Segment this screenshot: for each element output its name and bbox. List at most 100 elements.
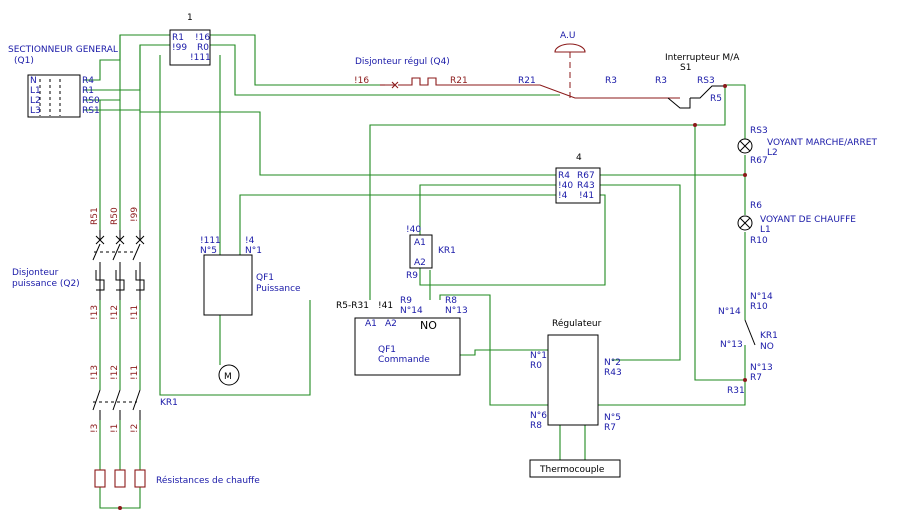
terminal-1-box [169, 29, 211, 66]
wire-n13c: N°13 [445, 306, 468, 316]
label-qf1-commande-2: Commande [378, 355, 430, 365]
terminal-4-box [555, 167, 601, 204]
label-kr1-no-2: NO [760, 342, 774, 352]
t4-l1: R4 [558, 171, 570, 181]
wire-12b: !12 [110, 365, 120, 380]
node-r5 [693, 123, 697, 127]
wire-r9a: R9 [406, 271, 418, 281]
interrupteur-icon [667, 85, 725, 109]
wire-r9b: R9 [400, 296, 412, 306]
wire-4: !4 [245, 236, 255, 246]
motor-icon [218, 364, 240, 386]
wire-r7: R7 [750, 373, 762, 383]
t1-l2: !99 [172, 43, 187, 53]
reg-n2: N°2 [604, 358, 621, 368]
label-qf1-puissance-2: Puissance [256, 284, 301, 294]
label-kr1-coil: KR1 [438, 246, 456, 256]
label-disj-puissance-2: puissance (Q2) [12, 279, 80, 289]
wire-r5-r31: R5-R31 [336, 301, 369, 311]
au-button-icon [554, 43, 586, 53]
label-out-r4: R4 [82, 76, 94, 86]
wire-13a: !13 [90, 305, 100, 320]
wire-r5: R5 [710, 94, 722, 104]
label-in-n: N [30, 76, 37, 86]
wire-13b: !13 [90, 365, 100, 380]
wire-n14a: N°14 [750, 292, 773, 302]
label-cmd-no: NO [420, 319, 437, 332]
reg-r43: R43 [604, 368, 622, 378]
wire-r67: R67 [750, 156, 768, 166]
resistance-3-icon [134, 469, 146, 488]
label-interrupteur-ref: S1 [680, 63, 691, 73]
t1-r2: R0 [197, 43, 209, 53]
label-out-r1: R1 [82, 86, 94, 96]
reg-r8: R8 [530, 421, 542, 431]
wire-1: !1 [110, 424, 120, 433]
wire-rs3b: RS3 [750, 126, 768, 136]
wiring [83, 34, 746, 509]
wire-2: !2 [130, 424, 140, 433]
wire-r3a: R3 [605, 76, 617, 86]
wire-n5: N°5 [200, 246, 217, 256]
t4-r2: R43 [577, 181, 595, 191]
wire-r51: R51 [90, 207, 100, 225]
label-resistances: Résistances de chauffe [156, 475, 260, 486]
t1-r1: !16 [195, 33, 210, 43]
kr1-no-contact-icon [744, 319, 756, 346]
wire-rs3a: RS3 [697, 76, 715, 86]
qf1-commande-box [354, 317, 461, 376]
wire-n13b: N°13 [750, 363, 773, 373]
label-regulateur: Régulateur [552, 318, 602, 329]
reg-n6: N°6 [530, 411, 547, 421]
label-in-l3: L3 [30, 106, 41, 116]
label-voyant-ch-ref: L1 [760, 225, 771, 235]
wire-r8a: R8 [445, 296, 457, 306]
label-au: A.U [560, 31, 575, 41]
label-cmd-a2: A2 [385, 319, 397, 329]
sectionneur-link [39, 79, 61, 116]
node-rs3 [723, 84, 727, 88]
kr1-coil-box [409, 234, 433, 269]
terminal-4-number: 4 [576, 153, 582, 163]
label-qf1-puissance: QF1 [256, 273, 274, 283]
label-disj-regul: Disjonteur régul (Q4) [355, 56, 450, 67]
regul-cross [385, 81, 399, 89]
regul-line [398, 77, 680, 99]
wire-r10b: R10 [750, 302, 768, 312]
wire-r21a: R21 [450, 76, 468, 86]
wire-r50: R50 [110, 207, 120, 225]
wire-3: !3 [90, 424, 100, 433]
label-sectionneur: SECTIONNEUR GENERAL [8, 45, 118, 55]
t1-l1: R1 [172, 33, 184, 43]
label-interrupteur: Interrupteur M/A [665, 53, 740, 63]
label-kr1-power: KR1 [160, 398, 178, 408]
label-a2: A2 [414, 258, 426, 268]
node-resistances [118, 506, 122, 510]
wire-40: !40 [406, 225, 421, 235]
disjoncteur-puissance-icon [92, 230, 145, 300]
wire-n13a: N°13 [720, 340, 743, 350]
wire-99: !99 [130, 207, 140, 222]
resistance-2-icon [114, 469, 126, 488]
label-in-l2: L2 [30, 96, 41, 106]
label-voyant-ch: VOYANT DE CHAUFFE [760, 215, 856, 225]
wire-r21b: R21 [518, 76, 536, 86]
sectionneur-box [27, 74, 81, 118]
resistance-1-icon [94, 469, 106, 488]
wire-n14b: N°14 [718, 307, 741, 317]
label-motor: M [224, 372, 232, 382]
voyant-marche-arret-icon [737, 138, 753, 154]
t4-l2: !40 [558, 181, 573, 191]
label-disj-puissance-1: Disjonteur [12, 268, 59, 278]
t4-r3: !41 [579, 191, 594, 201]
label-out-rs0: RS0 [82, 96, 100, 106]
reg-r0: R0 [530, 361, 542, 371]
label-voyant-ma-ref: L2 [767, 148, 778, 158]
label-in-l1: L1 [30, 86, 41, 96]
wire-11b: !11 [130, 365, 140, 380]
wire-n14c: N°14 [400, 306, 423, 316]
kr1-power-contacts-icon [92, 389, 141, 420]
label-qf1-commande: QF1 [378, 345, 396, 355]
reg-r7: R7 [604, 423, 616, 433]
